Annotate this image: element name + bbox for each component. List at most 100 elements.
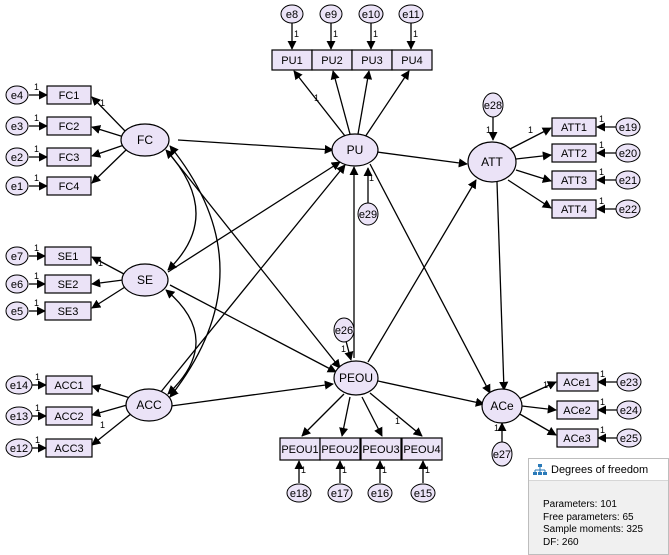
loading-peou-peou3 <box>361 396 383 437</box>
loading-acc-acc3 <box>91 412 133 446</box>
error-e8-label: e8 <box>286 9 298 21</box>
indicator-peou4-label: PEOU4 <box>403 444 440 456</box>
indicator-att4: ATT4 <box>551 199 597 219</box>
indicator-fc2-label: FC2 <box>59 121 80 133</box>
loading-pu-pu2 <box>330 70 351 135</box>
error-e9: e9 <box>319 4 343 24</box>
loading-se-se1 <box>91 256 125 275</box>
path-att-ace <box>496 181 509 391</box>
loading-att-att4 <box>507 179 552 209</box>
indicator-pu1: PU1 <box>271 49 313 71</box>
error-e28-label: e28 <box>484 100 502 112</box>
error-e19: e19 <box>615 117 641 137</box>
fixed-one-e28: 1 <box>486 125 491 135</box>
loading-se-se2 <box>91 278 124 288</box>
error-e21-label: e21 <box>619 175 637 187</box>
indicator-att2: ATT2 <box>551 143 597 163</box>
error-e8: e8 <box>280 4 304 24</box>
indicator-se2: SE2 <box>44 274 92 294</box>
latent-pu: PU <box>331 133 379 167</box>
loading-peou-peou4 <box>369 392 423 437</box>
latent-ace: ACe <box>481 388 523 424</box>
fixed-one-e9: 1 <box>333 29 338 39</box>
indicator-peou3-label: PEOU3 <box>362 444 399 456</box>
indicator-att1-label: ATT1 <box>561 122 587 134</box>
indicator-peou2-label: PEOU2 <box>321 444 358 456</box>
indicator-se3-label: SE3 <box>58 306 79 318</box>
loading-acc-acc2 <box>91 404 128 418</box>
fixed-one-e16: 1 <box>382 465 387 475</box>
error-e14: e14 <box>5 375 33 395</box>
latent-att: ATT <box>467 141 517 183</box>
error-e3: e3 <box>5 116 29 136</box>
indicator-acc2: ACC2 <box>45 406 93 426</box>
indicator-pu4: PU4 <box>391 49 433 71</box>
path-se-pu <box>167 161 341 273</box>
fixed-one-e11: 1 <box>413 29 418 39</box>
cov-se-acc <box>165 289 197 395</box>
fixed-one-e17: 1 <box>342 465 347 475</box>
indicator-fc2: FC2 <box>46 116 92 136</box>
fixed-one-e15: 1 <box>425 465 430 475</box>
indicator-peou1-label: PEOU1 <box>281 444 318 456</box>
error-e23-label: e23 <box>620 377 638 389</box>
error-e22: e22 <box>615 199 641 219</box>
indicator-pu3-label: PU3 <box>361 55 382 67</box>
fixed-one-fc1: 1 <box>100 98 105 108</box>
indicator-se1: SE1 <box>44 246 92 266</box>
error-e18: e18 <box>286 483 312 503</box>
error-e25: e25 <box>616 428 642 448</box>
loading-pu-pu4 <box>364 70 410 138</box>
loading-pu-pu3 <box>357 70 373 135</box>
indicator-fc4-label: FC4 <box>59 181 80 193</box>
latent-acc-label: ACC <box>136 398 162 412</box>
error-e5: e5 <box>5 301 29 321</box>
path-pu-att <box>376 151 468 168</box>
path-se-peou <box>169 284 337 373</box>
indicator-att4-label: ATT4 <box>561 204 587 216</box>
loading-fc-fc4 <box>91 149 127 184</box>
indicator-att3-label: ATT3 <box>561 175 587 187</box>
latent-peou-label: PEOU <box>339 371 373 385</box>
error-arrow-e26 <box>344 340 354 361</box>
latent-pu-label: PU <box>347 143 364 157</box>
indicator-fc3: FC3 <box>46 147 92 167</box>
path-peou-ace <box>377 380 485 407</box>
error-e6-label: e6 <box>11 279 23 291</box>
fixed-one-e1: 1 <box>34 173 39 183</box>
loading-fc-fc2 <box>91 125 125 138</box>
loading-ace-ace1 <box>518 381 557 400</box>
error-e20-label: e20 <box>619 148 637 160</box>
error-e15: e15 <box>410 483 436 503</box>
cov-fc-se <box>165 149 197 271</box>
latent-fc-label: FC <box>137 133 153 147</box>
loading-pu-pu1 <box>293 70 346 137</box>
indicator-att3: ATT3 <box>551 170 597 190</box>
fixed-one-e8: 1 <box>294 29 299 39</box>
degrees-of-freedom-panel: Degrees of freedom Parameters: 101 Free … <box>528 458 669 555</box>
fixed-one-peou4: 1 <box>395 416 400 426</box>
hierarchy-icon <box>533 463 547 475</box>
error-e4: e4 <box>5 85 29 105</box>
fixed-one-acc3: 1 <box>100 420 105 430</box>
indicator-fc1-label: FC1 <box>59 90 80 102</box>
error-e16: e16 <box>367 483 393 503</box>
fixed-one-pu1: 1 <box>314 93 319 103</box>
error-e11: e11 <box>398 4 424 24</box>
error-e7-label: e7 <box>11 251 23 263</box>
error-e2: e2 <box>5 147 29 167</box>
cov-fc-acc <box>169 145 221 398</box>
dof-panel-titlebar[interactable]: Degrees of freedom <box>529 459 668 481</box>
latent-se: SE <box>121 263 169 297</box>
indicator-acc1: ACC1 <box>45 375 93 395</box>
error-e29-label: e29 <box>359 209 377 221</box>
path-acc-pu <box>159 164 346 394</box>
indicator-se1-label: SE1 <box>58 251 79 263</box>
loading-att-att1 <box>507 127 552 151</box>
fixed-one-att1: 1 <box>528 125 533 135</box>
path-peou-att <box>367 179 477 363</box>
indicator-pu3: PU3 <box>351 49 393 71</box>
dof-df: DF: 260 <box>543 536 579 548</box>
fixed-one-e12: 1 <box>35 435 40 445</box>
